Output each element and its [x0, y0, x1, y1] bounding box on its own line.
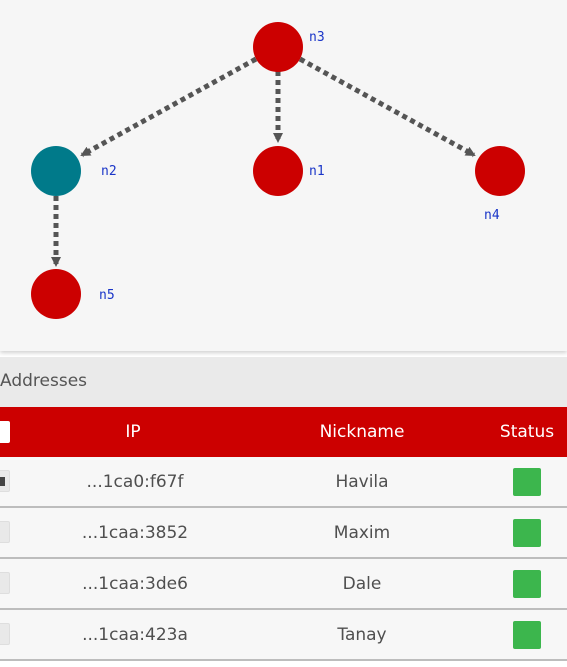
status-indicator: [513, 468, 541, 496]
status-indicator: [513, 570, 541, 598]
cell-nickname: Maxim: [333, 523, 391, 543]
addresses-table-header: IP Nickname Status: [0, 407, 567, 457]
checkbox-check-mark: [0, 477, 5, 486]
node-n4[interactable]: [475, 146, 525, 196]
edge-n3-n2: [80, 56, 258, 158]
node-label-n1: n1: [309, 164, 325, 179]
node-n5[interactable]: [31, 269, 81, 319]
cell-nickname: Dale: [342, 574, 382, 594]
addresses-section-header: Addresses: [0, 357, 567, 407]
node-n3[interactable]: [253, 22, 303, 72]
cell-ip: ...1caa:423a: [82, 625, 188, 645]
table-row[interactable]: ...1caa:3852 Maxim: [0, 508, 567, 559]
cell-nickname: Tanay: [337, 625, 387, 645]
network-graph-panel[interactable]: n3 n2 n1 n4 n5: [0, 0, 567, 351]
row-checkbox[interactable]: [0, 521, 10, 543]
node-label-n4: n4: [484, 208, 500, 223]
addresses-table-body: ...1ca0:f67f Havila ...1caa:3852 Maxim .…: [0, 457, 567, 661]
column-header-nickname[interactable]: Nickname: [319, 422, 405, 442]
edge-n3-n4: [298, 56, 476, 158]
node-n1[interactable]: [253, 146, 303, 196]
column-header-ip[interactable]: IP: [125, 422, 141, 442]
cell-ip: ...1ca0:f67f: [86, 472, 184, 492]
node-label-n5: n5: [99, 288, 115, 303]
node-n2[interactable]: [31, 146, 81, 196]
select-all-checkbox[interactable]: [0, 421, 10, 443]
table-row[interactable]: ...1ca0:f67f Havila: [0, 457, 567, 508]
table-row[interactable]: ...1caa:423a Tanay: [0, 610, 567, 661]
network-graph[interactable]: n3 n2 n1 n4 n5: [0, 0, 567, 351]
row-checkbox[interactable]: [0, 470, 10, 492]
node-label-n3: n3: [309, 30, 325, 45]
addresses-title: Addresses: [0, 371, 88, 391]
column-header-status[interactable]: Status: [499, 422, 555, 442]
row-checkbox[interactable]: [0, 623, 10, 645]
status-indicator: [513, 519, 541, 547]
cell-ip: ...1caa:3852: [81, 523, 189, 543]
cell-ip: ...1caa:3de6: [82, 574, 188, 594]
cell-nickname: Havila: [335, 472, 389, 492]
row-checkbox[interactable]: [0, 572, 10, 594]
table-row[interactable]: ...1caa:3de6 Dale: [0, 559, 567, 610]
status-indicator: [513, 621, 541, 649]
node-label-n2: n2: [101, 164, 117, 179]
